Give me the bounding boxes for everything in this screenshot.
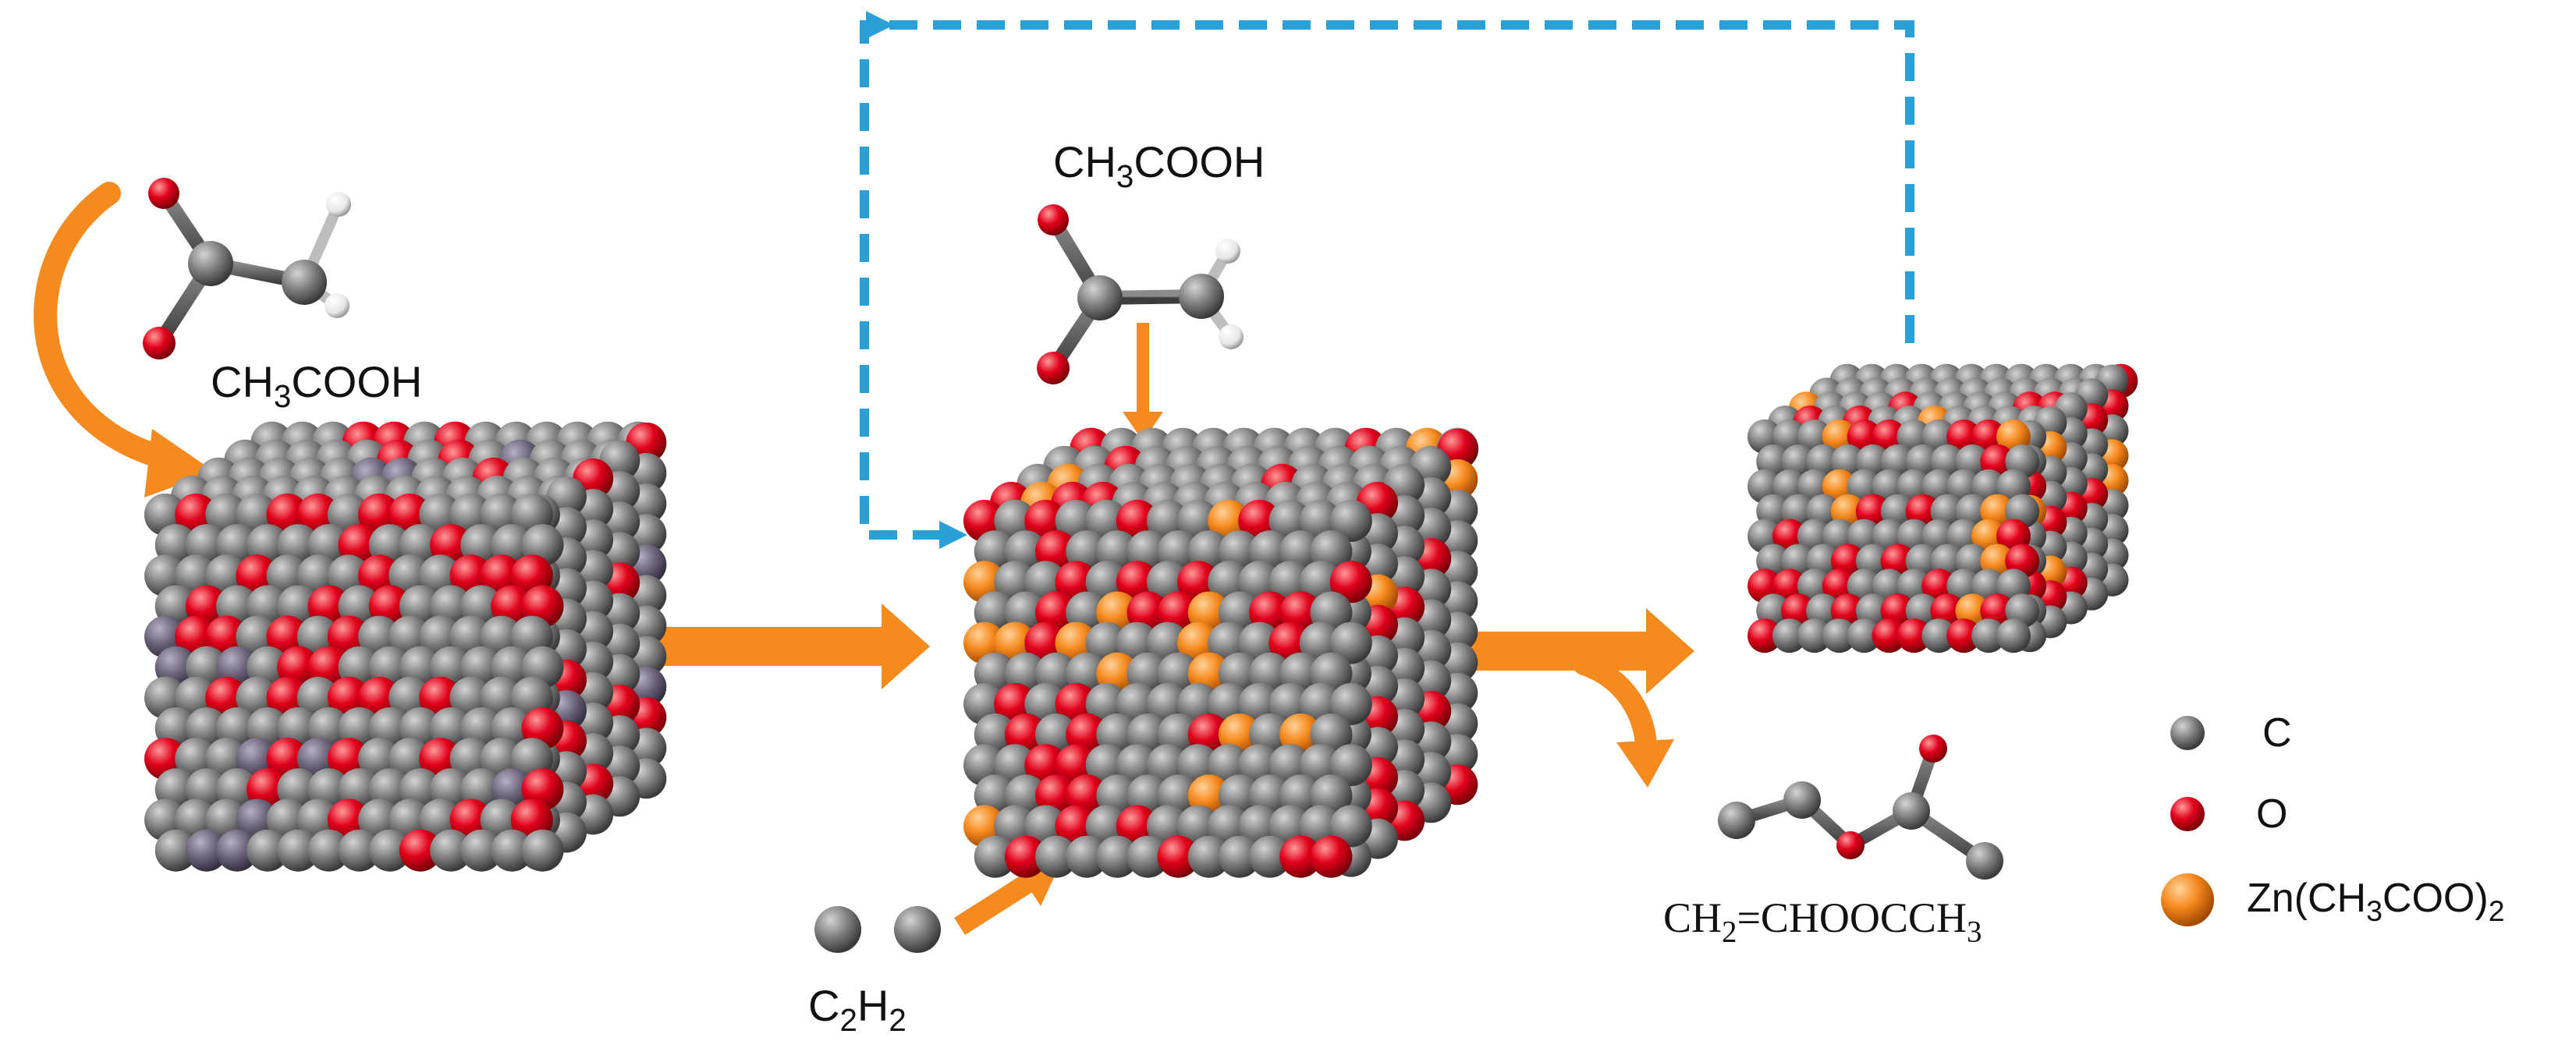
product-branch-arrow	[1573, 653, 1657, 759]
carbon-icon	[2170, 716, 2205, 750]
vinyl-acetate-label: CH2=CHOOCCH3	[1663, 894, 1982, 949]
center-feed-arrow-shaft	[1137, 323, 1149, 424]
product-branch-arrowhead	[1616, 739, 1674, 788]
spent-catalyst-cube	[1747, 363, 2138, 653]
process-arrow-1-head	[882, 604, 930, 689]
vinyl-acetate-molecule	[1718, 735, 2003, 880]
acetic-acid-feed-arrow	[34, 182, 183, 472]
acetic-acid-feed-arrowhead	[144, 429, 215, 497]
process-arrow-1-shaft	[648, 627, 894, 666]
legend-oxygen-label: O	[2256, 791, 2288, 837]
zinc-acetate-icon	[2161, 873, 2214, 926]
oxygen-icon	[2170, 797, 2205, 831]
center-feed-arrowhead	[1123, 412, 1163, 441]
fresh-catalyst-cube	[144, 421, 667, 872]
acetylene-molecule	[814, 906, 941, 953]
acetic-acid-label-left: CH3COOH	[211, 357, 423, 414]
recycle-arrow	[860, 20, 1914, 540]
acetylene-label: C2H2	[808, 981, 907, 1038]
process-arrow-2-head	[1646, 608, 1694, 694]
recycle-arrowhead	[939, 521, 967, 549]
legend-carbon-label: C	[2262, 710, 2292, 756]
legend-zinc-acetate-label: Zn(CH3COO)2	[2247, 876, 2505, 927]
recycle-top-arrowhead	[866, 11, 894, 39]
acetic-acid-label-center: CH3COOH	[1053, 137, 1265, 194]
loaded-catalyst-cube	[963, 427, 1479, 878]
acetic-acid-molecule-left	[143, 178, 351, 359]
acetic-acid-molecule-center	[1037, 204, 1244, 384]
acetylene-feed-arrow-shaft	[954, 874, 1034, 935]
